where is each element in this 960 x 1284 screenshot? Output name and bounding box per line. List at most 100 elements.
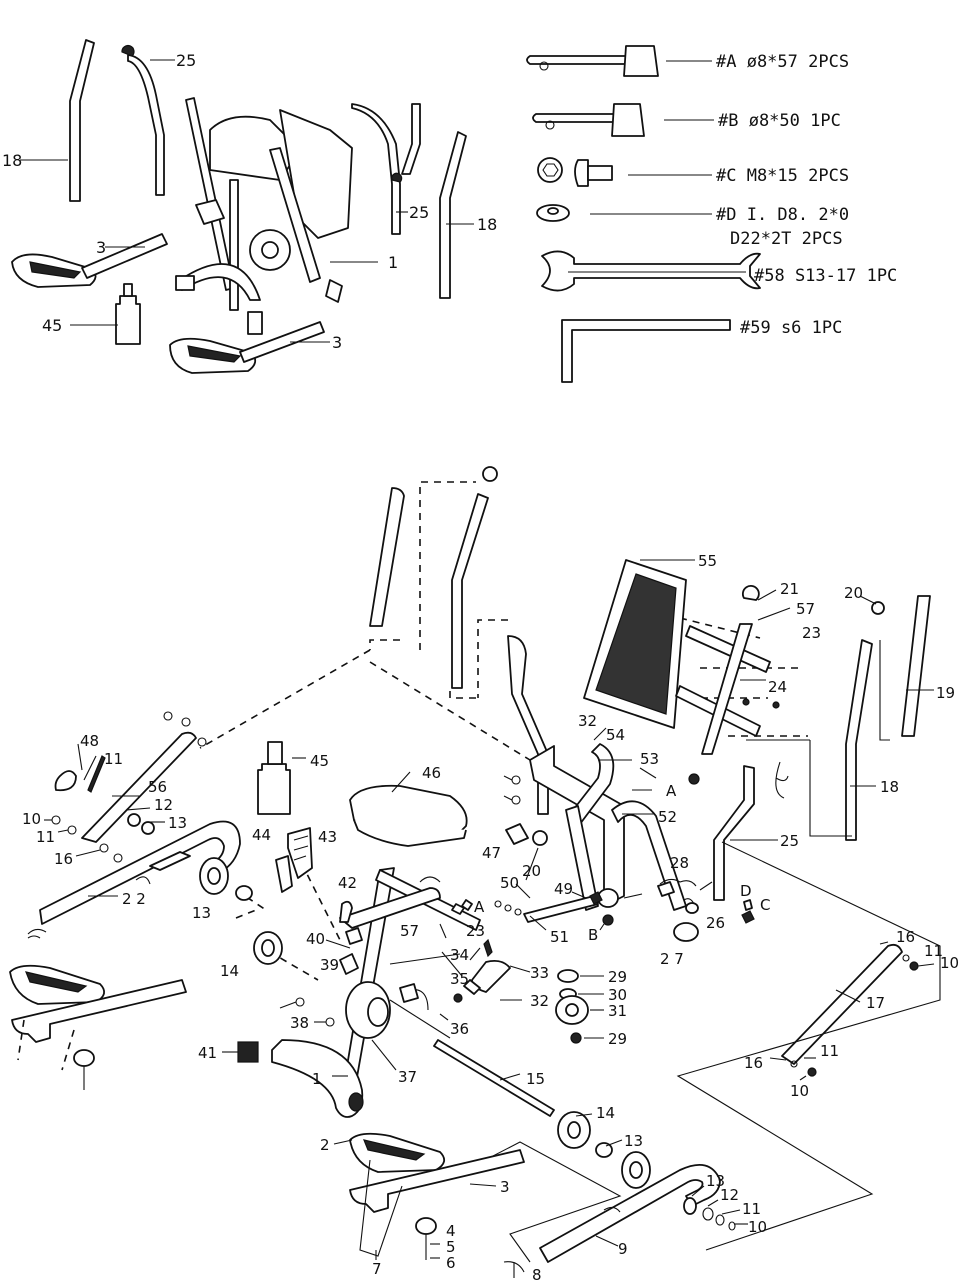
callout-30: 30 <box>608 986 627 1004</box>
callout-53: 53 <box>640 750 659 768</box>
callout-55: 55 <box>698 552 717 570</box>
callout-34: 34 <box>450 946 469 964</box>
callout-13-bottom-a: 13 <box>624 1132 643 1150</box>
callout-21: 21 <box>780 580 799 598</box>
callout-10-right-mid: 10 <box>790 1082 809 1100</box>
label-18b: 18 <box>477 215 497 234</box>
callout-57-top: 57 <box>796 600 815 618</box>
callout-8: 8 <box>532 1266 542 1284</box>
label-3b: 3 <box>332 333 342 352</box>
label-25a: 25 <box>176 51 196 70</box>
callout-23-top: 23 <box>802 624 821 642</box>
callout-20-mid: 20 <box>522 862 541 880</box>
callout-letter-c: C <box>760 896 770 914</box>
callout-11-right-mid: 11 <box>820 1042 839 1060</box>
callout-39: 39 <box>320 956 339 974</box>
callout-25: 25 <box>780 832 799 850</box>
callout-14-bottom: 14 <box>596 1104 615 1122</box>
callout-57-mid: 57 <box>400 922 419 940</box>
hardware-c: #C M8*15 2PCS <box>716 166 849 186</box>
callout-letter-d: D <box>740 882 752 900</box>
hardware-hex-key-59: #59 s6 1PC <box>740 318 842 338</box>
callout-29-top: 29 <box>608 968 627 986</box>
callout-11-left: 11 <box>36 828 55 846</box>
callout-12-bottom: 12 <box>720 1186 739 1204</box>
callout-1: 1 <box>312 1070 322 1088</box>
hardware-a: #A ø8*57 2PCS <box>716 52 849 72</box>
label-45: 45 <box>42 316 62 335</box>
callout-36: 36 <box>450 1020 469 1038</box>
callout-9: 9 <box>618 1240 628 1258</box>
callout-42: 42 <box>338 874 357 892</box>
callout-letter-a-right: A <box>666 782 677 800</box>
callout-50: 50 <box>500 874 519 892</box>
callout-22: 2 2 <box>122 890 146 908</box>
callout-letter-a-mid: A <box>474 898 485 916</box>
callout-54: 54 <box>606 726 625 744</box>
label-1: 1 <box>388 253 398 272</box>
callout-32-mid: 32 <box>530 992 549 1010</box>
callout-37: 37 <box>398 1068 417 1086</box>
callout-13-bottom-b: 13 <box>706 1172 725 1190</box>
callout-19: 19 <box>936 684 955 702</box>
callout-16-right: 16 <box>896 928 915 946</box>
callout-27: 2 7 <box>660 950 684 968</box>
callout-12-left: 12 <box>154 796 173 814</box>
callout-43: 43 <box>318 828 337 846</box>
callout-2: 2 <box>320 1136 330 1154</box>
callout-24: 24 <box>768 678 787 696</box>
callout-46: 46 <box>422 764 441 782</box>
callout-10-right-top: 10 <box>940 954 959 972</box>
callout-11-right-top: 11 <box>924 942 943 960</box>
callout-10-left: 10 <box>22 810 41 828</box>
callout-48: 48 <box>80 732 99 750</box>
callout-56: 56 <box>148 778 167 796</box>
callout-13-left: 13 <box>192 904 211 922</box>
callout-29-bottom: 29 <box>608 1030 627 1048</box>
pre-assembly-view: 25 18 3 45 25 18 1 3 <box>2 39 497 374</box>
hardware-wrench-58: #58 S13-17 1PC <box>754 266 897 286</box>
hardware-b: #B ø8*50 1PC <box>718 111 841 131</box>
callout-20-top: 20 <box>844 584 863 602</box>
label-18a: 18 <box>2 151 22 170</box>
callout-32-top: 32 <box>578 712 597 730</box>
callout-45: 45 <box>310 752 329 770</box>
callout-23-mid: 23 <box>466 922 485 940</box>
callout-35: 35 <box>450 970 469 988</box>
callout-14-left: 14 <box>220 962 239 980</box>
callout-11-bottom: 11 <box>742 1200 761 1218</box>
callout-28: 28 <box>670 854 689 872</box>
callout-26: 26 <box>706 914 725 932</box>
callout-17: 17 <box>866 994 885 1012</box>
callout-16-left: 16 <box>54 850 73 868</box>
callout-38: 38 <box>290 1014 309 1032</box>
callout-18: 18 <box>880 778 899 796</box>
exploded-view: 1 2 3 4 5 6 7 8 9 10 10 10 10 11 11 11 1… <box>9 466 959 1284</box>
callout-15: 15 <box>526 1070 545 1088</box>
callout-44: 44 <box>252 826 271 844</box>
callout-41: 41 <box>198 1044 217 1062</box>
callout-49: 49 <box>554 880 573 898</box>
callout-6: 6 <box>446 1254 456 1272</box>
hardware-d-line1: #D I. D8. 2*0 <box>716 205 849 225</box>
callout-47: 47 <box>482 844 501 862</box>
callout-10-bottom: 10 <box>748 1218 767 1236</box>
callout-51: 51 <box>550 928 569 946</box>
label-25b: 25 <box>409 203 429 222</box>
callout-40: 40 <box>306 930 325 948</box>
callout-7: 7 <box>372 1260 382 1278</box>
label-3a: 3 <box>96 238 106 257</box>
hardware-d-line2: D22*2T 2PCS <box>730 229 843 249</box>
callout-13-left-top: 13 <box>168 814 187 832</box>
callout-16-mid: 16 <box>744 1054 763 1072</box>
callout-33: 33 <box>530 964 549 982</box>
callout-5: 5 <box>446 1238 456 1256</box>
callout-3: 3 <box>500 1178 510 1196</box>
callout-letter-b: B <box>588 926 598 944</box>
callout-31: 31 <box>608 1002 627 1020</box>
callout-11-top: 11 <box>104 750 123 768</box>
hardware-list: #A ø8*57 2PCS #B ø8*50 1PC #C M8*15 2PCS… <box>526 45 897 383</box>
callout-4: 4 <box>446 1222 456 1240</box>
callout-52: 52 <box>658 808 677 826</box>
